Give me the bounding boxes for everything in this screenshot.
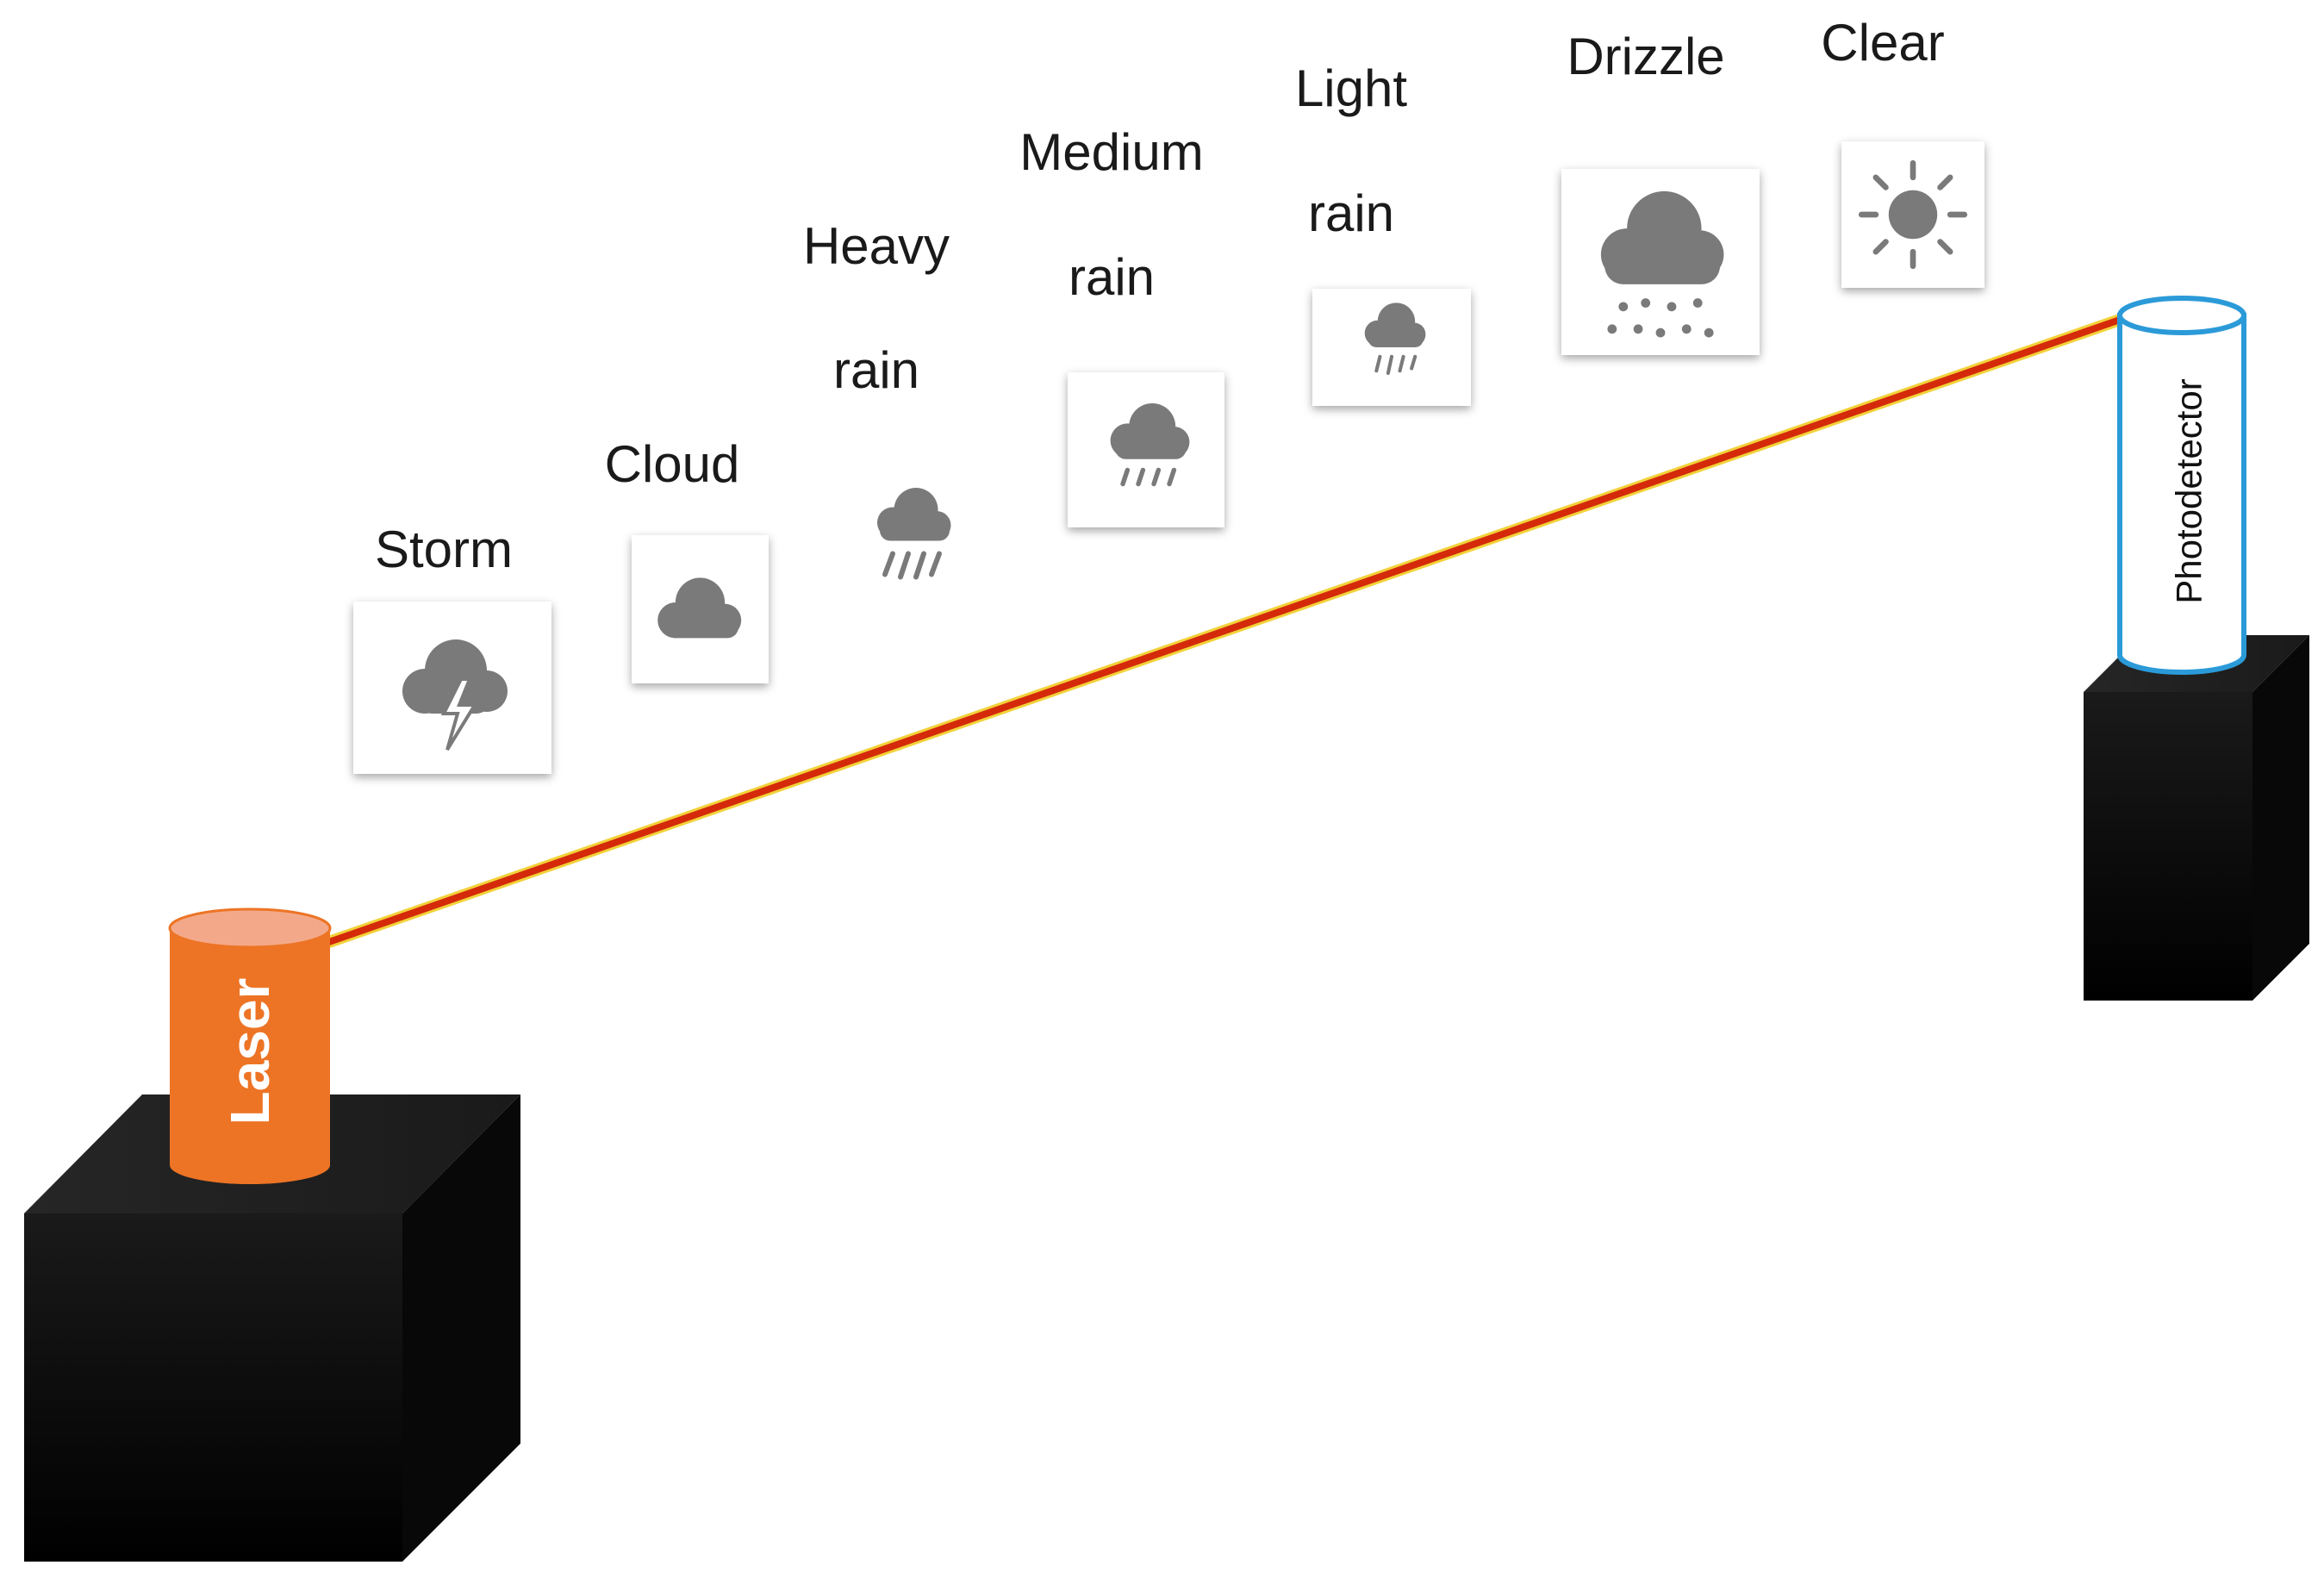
- storm-icon-graphic: [402, 639, 508, 751]
- condition-label-line: Clear: [1821, 14, 1945, 72]
- sun-icon: [1841, 141, 1984, 288]
- cloud-icon: [632, 535, 769, 683]
- light-rain-icon-graphic: [1364, 302, 1426, 375]
- laser-beam: [323, 314, 2126, 948]
- condition-label-clear: Clear: [1797, 17, 1969, 69]
- laser-source: Laser: [168, 907, 332, 1184]
- condition-label-cloud: Cloud: [586, 439, 758, 490]
- condition-label-drizzle: Drizzle: [1542, 31, 1749, 83]
- heavy-rain-icon-graphic: [877, 488, 951, 580]
- condition-label-heavy-rain-line1: Heavy: [790, 221, 963, 272]
- condition-label-light-rain-line1: Light: [1265, 63, 1437, 115]
- condition-label-line: rain: [1307, 184, 1395, 242]
- medium-rain-icon: [1068, 372, 1224, 527]
- sun-icon-graphic: [1858, 159, 1968, 270]
- heavy-rain-icon: [849, 472, 978, 614]
- light-rain-icon: [1312, 289, 1471, 406]
- condition-label-line: Light: [1294, 59, 1408, 117]
- condition-label-line: Storm: [374, 521, 514, 578]
- condition-label-storm: Storm: [358, 524, 530, 576]
- condition-label-line: Cloud: [604, 435, 740, 493]
- condition-label-line: rain: [832, 341, 920, 399]
- laser-pedestal-block: [24, 1094, 520, 1562]
- condition-label-light-rain-line2: rain: [1265, 188, 1437, 240]
- storm-icon: [353, 602, 551, 774]
- cloud-icon-graphic: [657, 577, 742, 639]
- photodetector-pedestal-block: [2084, 635, 2309, 1001]
- condition-label-line: Drizzle: [1567, 28, 1725, 85]
- photodetector: Photodetector: [2117, 296, 2246, 675]
- condition-label-medium-rain-line2: rain: [1025, 252, 1198, 303]
- drizzle-icon: [1561, 169, 1760, 355]
- condition-label-line: Medium: [1019, 123, 1204, 181]
- laser-label: Laser: [219, 978, 281, 1126]
- medium-rain-icon-graphic: [1110, 403, 1190, 487]
- drizzle-icon-graphic: [1600, 190, 1724, 338]
- condition-label-line: Heavy: [802, 217, 950, 275]
- condition-label-line: rain: [1068, 248, 1156, 306]
- condition-label-medium-rain-line1: Medium: [1000, 127, 1224, 178]
- condition-label-heavy-rain-line2: rain: [790, 345, 963, 396]
- photodetector-label: Photodetector: [2169, 378, 2209, 604]
